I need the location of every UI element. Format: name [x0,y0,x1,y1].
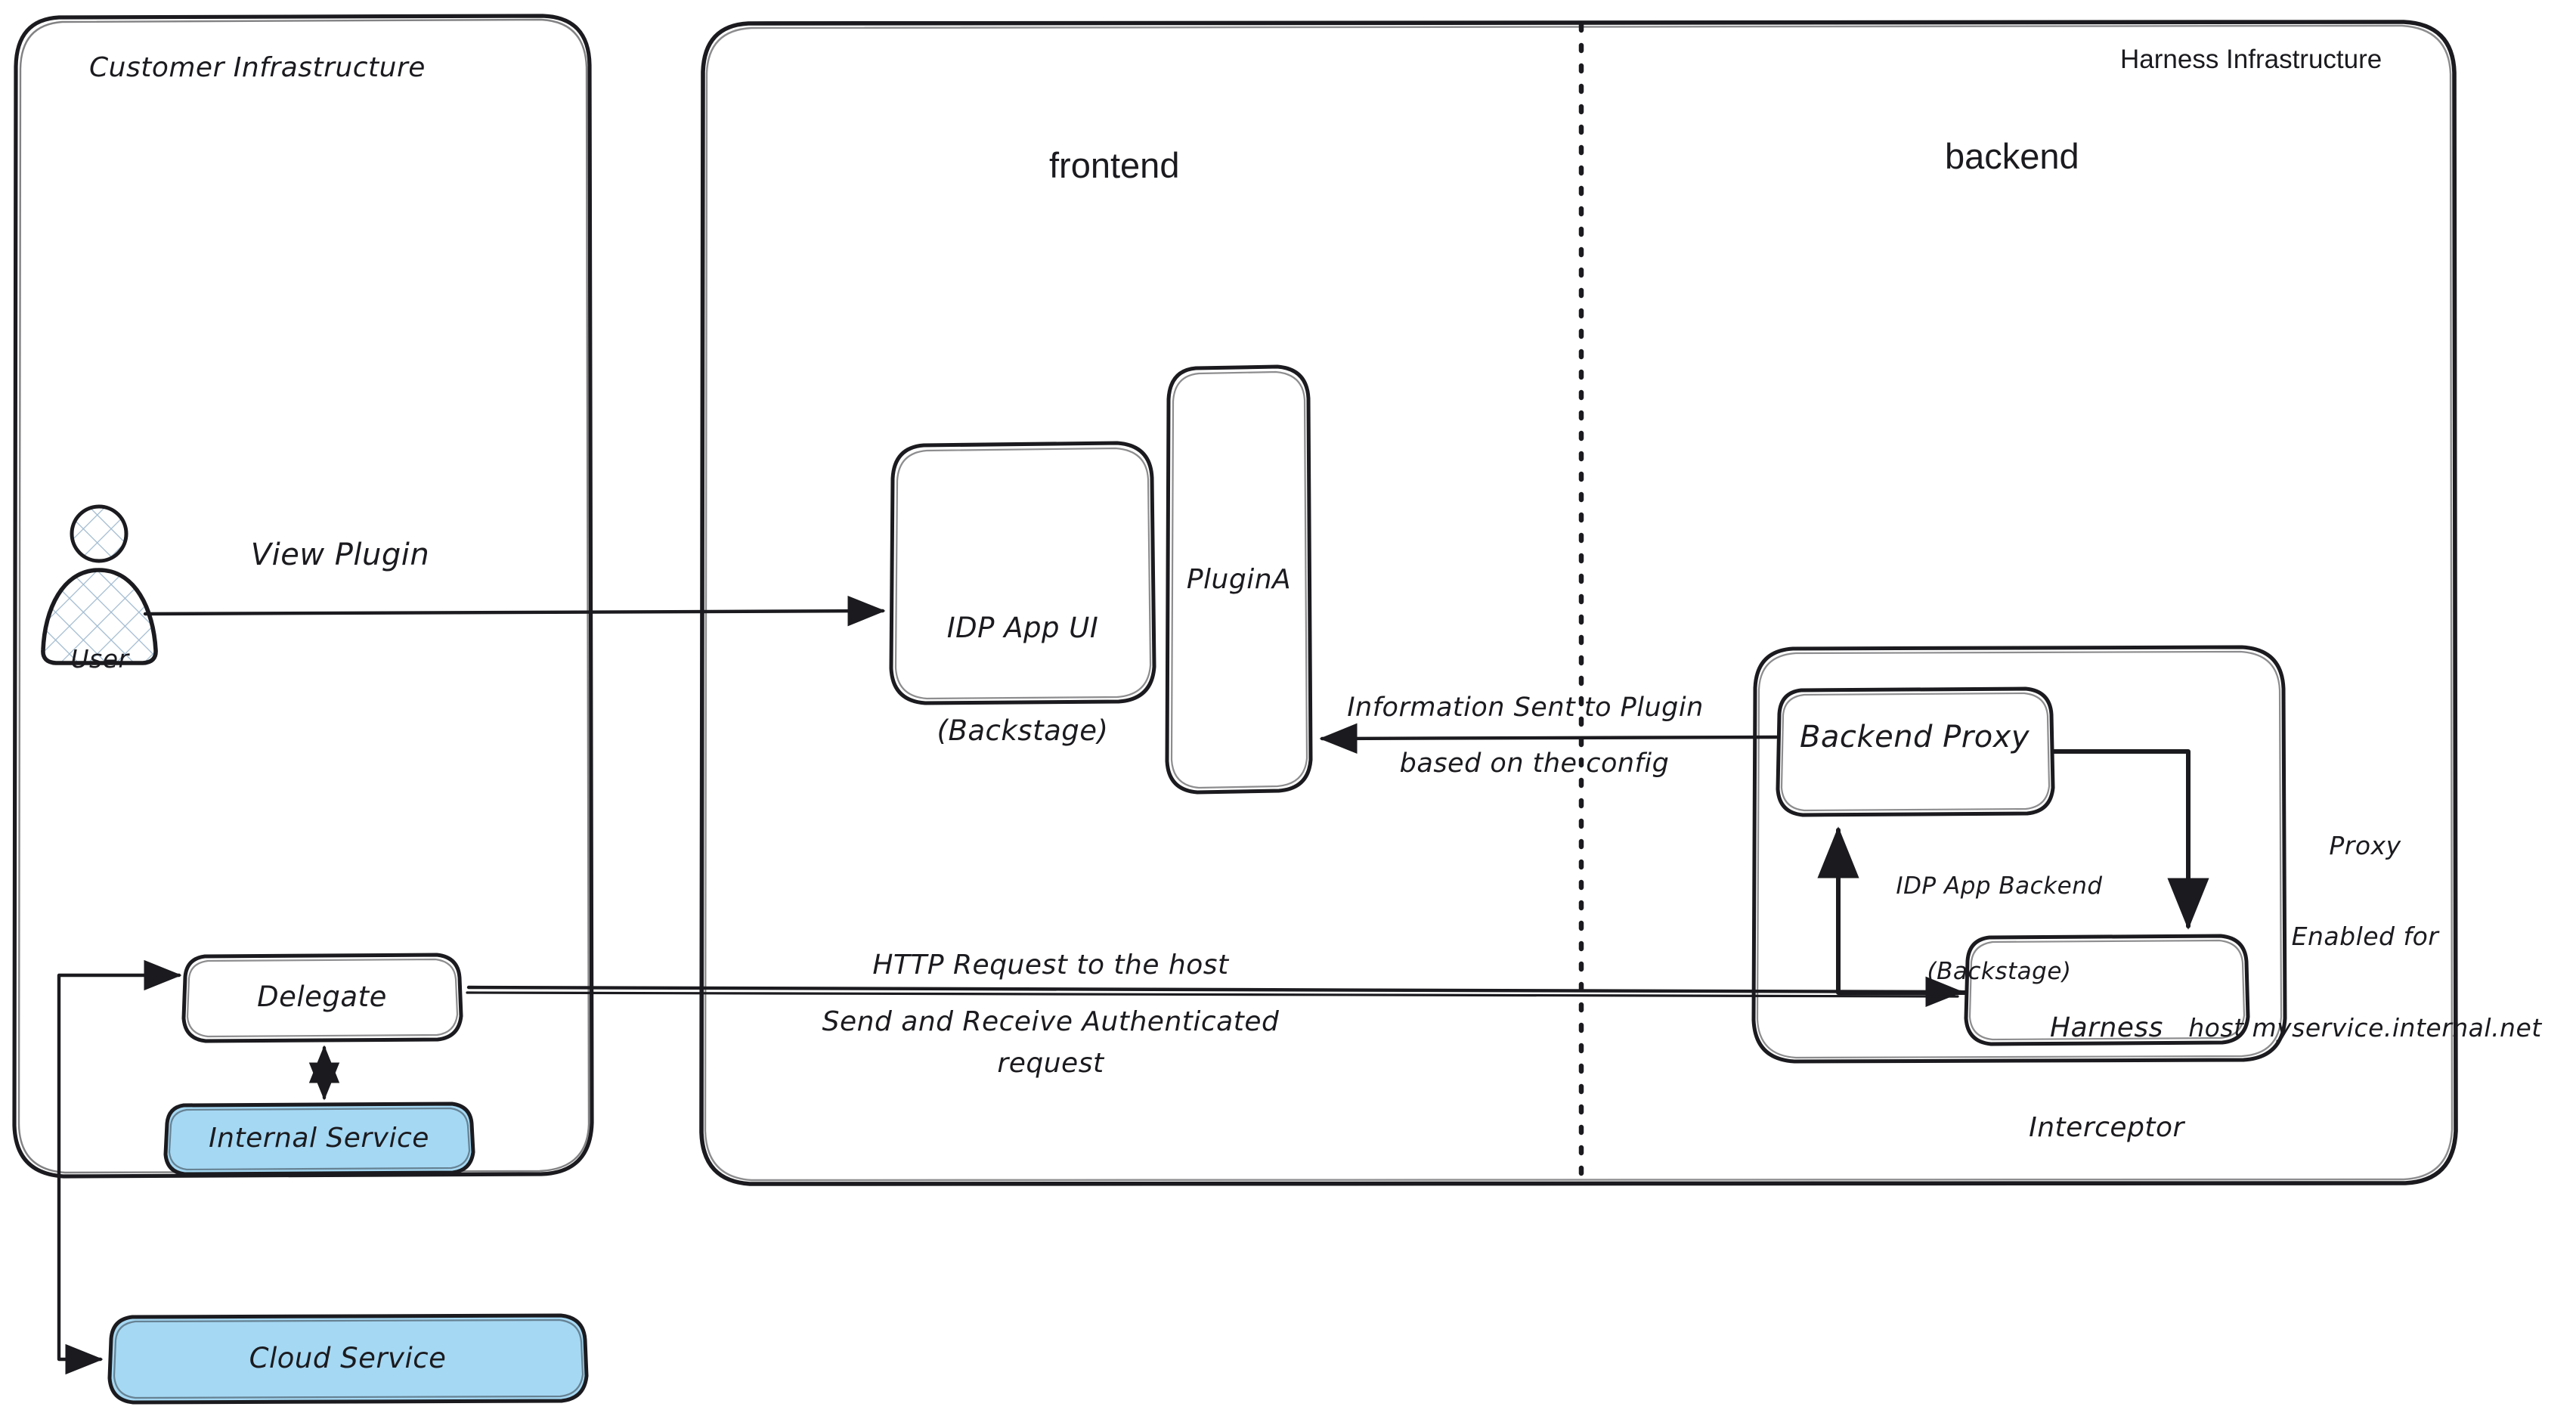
edge-label-view-plugin: View Plugin [250,538,430,572]
idp-app-backend-line1: IDP App Backend [1896,872,2103,900]
harness-interceptor-line2: Interceptor [2029,1111,2184,1143]
user-label: User [70,644,129,674]
idp-app-ui-label: IDP App UI (Backstage) [891,543,1154,816]
edge-label-http-request: HTTP Request to the host [872,950,1229,981]
annotation-proxy-enabled-line3: host myservice.internal.net [2188,1013,2542,1043]
annotation-proxy-enabled: Proxy Enabled for host myservice.interna… [2158,770,2572,1105]
edge-label-authenticated-request-line2: request [997,1048,1104,1079]
idp-app-ui-line2: (Backstage) [937,714,1109,747]
harness-interceptor-line1: Harness [2050,1012,2163,1043]
backend-proxy-label: Backend Proxy [1799,720,2030,754]
annotation-proxy-enabled-line1: Proxy [2329,830,2401,860]
zone-label-frontend: frontend [1049,145,1180,185]
edge-label-information-sent-bottom: based on the config [1399,748,1670,779]
harness-infrastructure-title: Harness Infrastructure [2120,45,2382,74]
idp-app-backend-line2: (Backstage) [1927,958,2072,986]
idp-app-ui-line1: IDP App UI [946,612,1099,645]
annotation-proxy-enabled-line2: Enabled for [2291,922,2439,952]
user-figure [41,504,158,665]
customer-infrastructure-title: Customer Infrastructure [89,52,426,83]
edge-view-plugin [143,595,886,627]
plugin-a-label: PluginA [1186,564,1292,595]
edge-information-sent-to-plugin [1319,723,1779,754]
harness-interceptor-label: Harness Interceptor [1966,945,2247,1210]
edge-authenticated-request [466,991,1959,998]
cloud-service-label: Cloud Service [249,1342,447,1374]
internal-service-label: Internal Service [209,1123,429,1154]
edge-delegate-cloud-service-rail [57,959,182,1375]
edge-label-information-sent-top: Information Sent to Plugin [1347,693,1704,723]
zone-label-backend: backend [1945,136,2079,176]
edge-label-authenticated-request-line1: Send and Receive Authenticated [822,1006,1280,1037]
edge-http-request-to-host [466,976,1964,1008]
idp-app-backend-label: IDP App Backend (Backstage) [1863,815,2135,1044]
delegate-label: Delegate [257,981,387,1013]
